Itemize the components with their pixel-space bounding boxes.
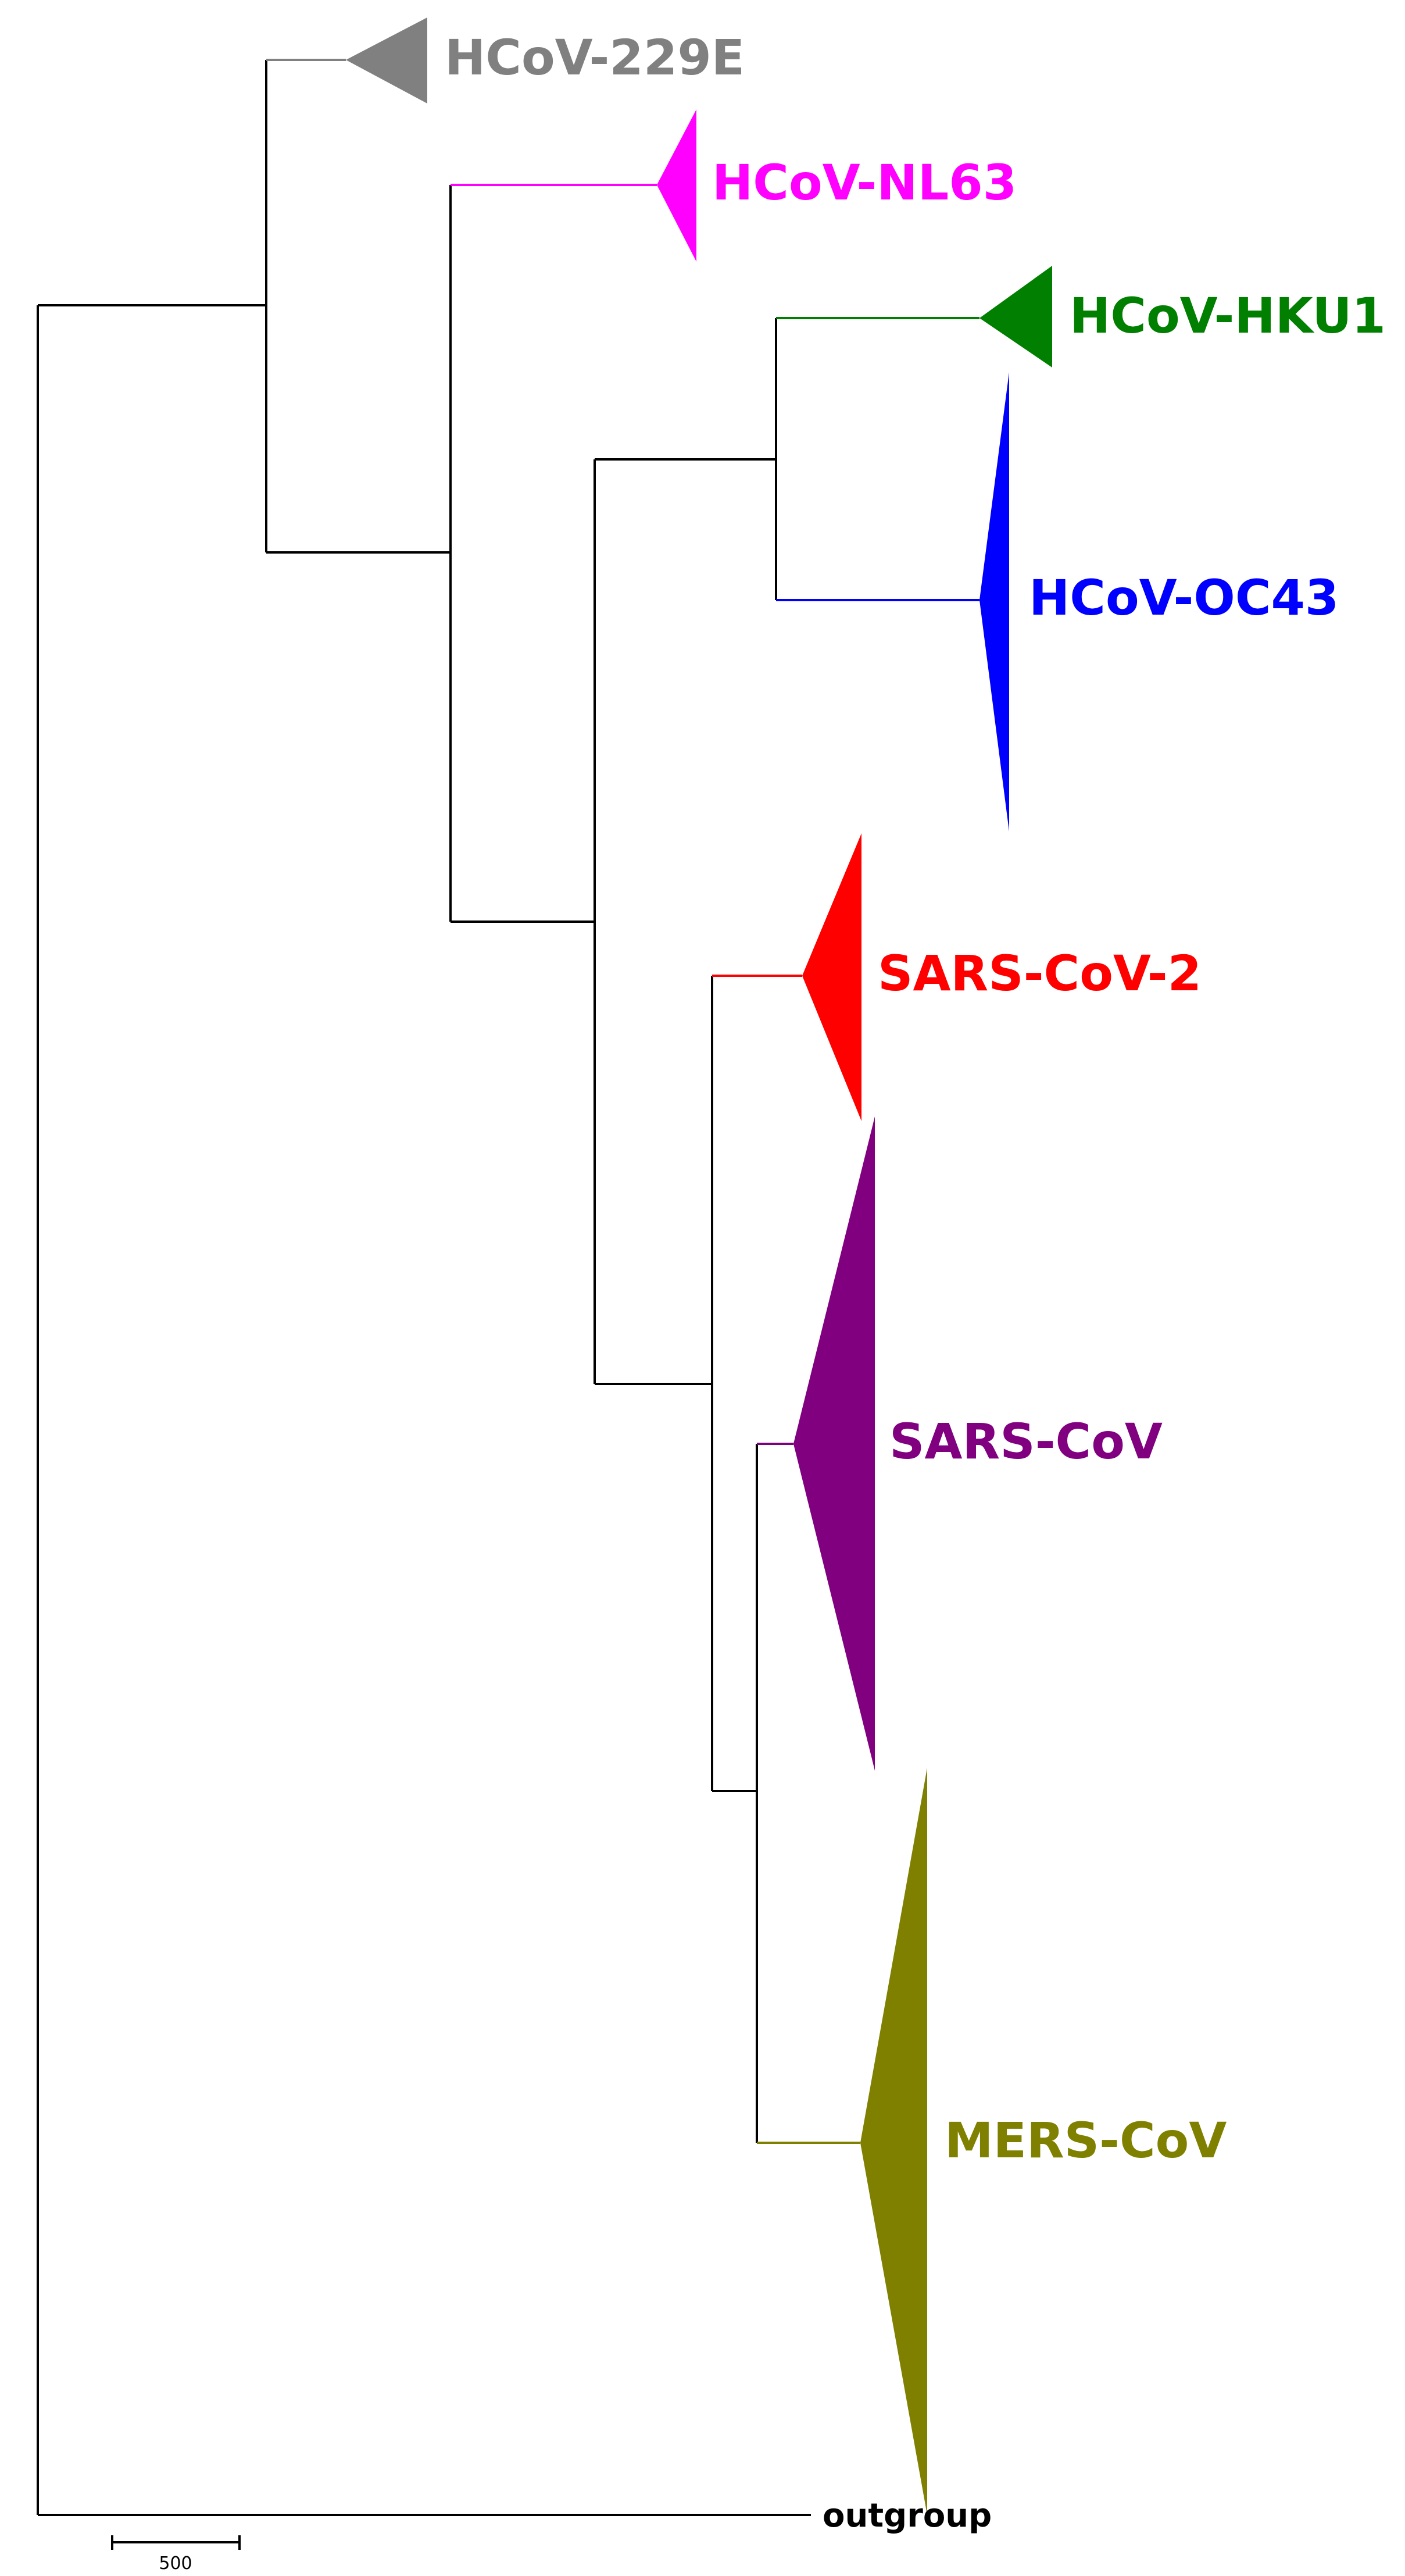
clade-hcov-229e: HCoV-229E bbox=[266, 17, 745, 104]
internal-branches bbox=[37, 60, 811, 2516]
mers-cov-collapsed-triangle bbox=[860, 1768, 927, 2515]
sars-cov-collapsed-triangle bbox=[793, 1116, 875, 1771]
hcov-oc43-label: HCoV-OC43 bbox=[1029, 569, 1339, 626]
scale-bar: 500 bbox=[111, 2535, 241, 2574]
clade-sars-cov: SARS-CoV bbox=[757, 1116, 1163, 1771]
hcov-229e-collapsed-triangle bbox=[346, 17, 427, 104]
clade-hcov-oc43: HCoV-OC43 bbox=[776, 372, 1339, 832]
scale-bar-label: 500 bbox=[159, 2553, 192, 2574]
hcov-hku1-collapsed-triangle bbox=[979, 266, 1052, 368]
hcov-oc43-collapsed-triangle bbox=[979, 372, 1009, 832]
clade-hcov-hku1: HCoV-HKU1 bbox=[776, 266, 1386, 368]
outgroup-label: outgroup bbox=[823, 2497, 992, 2535]
hcov-hku1-label: HCoV-HKU1 bbox=[1070, 287, 1386, 344]
hcov-229e-label: HCoV-229E bbox=[445, 29, 745, 86]
clade-hcov-nl63: HCoV-NL63 bbox=[451, 109, 1017, 262]
sars-cov-2-label: SARS-CoV-2 bbox=[878, 945, 1202, 1002]
sars-cov-label: SARS-CoV bbox=[889, 1413, 1163, 1470]
clade-mers-cov: MERS-CoV bbox=[757, 1768, 1227, 2515]
mers-cov-label: MERS-CoV bbox=[945, 2112, 1227, 2169]
sars-cov-2-collapsed-triangle bbox=[802, 833, 861, 1121]
clade-sars-cov-2: SARS-CoV-2 bbox=[712, 833, 1202, 1121]
hcov-nl63-collapsed-triangle bbox=[657, 109, 696, 262]
hcov-nl63-label: HCoV-NL63 bbox=[712, 154, 1017, 211]
